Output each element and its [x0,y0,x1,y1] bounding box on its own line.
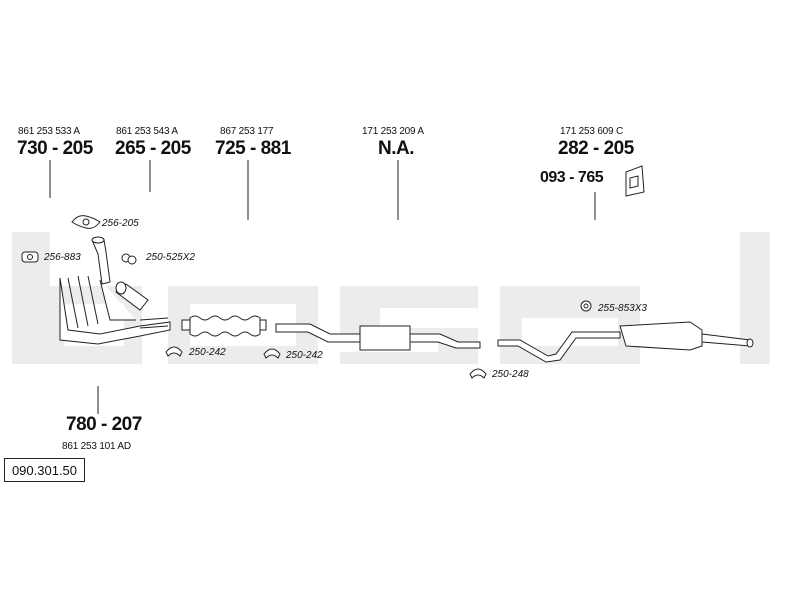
part-number: 861 253 533 A [18,126,80,137]
accessory-label: 250-248 [492,369,529,380]
accessory-label: 250-242 [286,350,323,361]
gasket-256-205-icon [71,215,101,229]
rear-pipe [497,321,754,363]
part-number: 867 253 177 [220,126,274,137]
part-number: 171 253 209 A [362,126,424,137]
part-code: 780 - 207 [66,414,142,435]
part-code: 730 - 205 [17,138,93,159]
gasket-256-883-icon [21,251,39,263]
clamp-250-248-icon [469,368,487,379]
diagram-id-box: 090.301.50 [4,458,85,482]
middle-pipe [275,323,481,351]
accessory-label: 256-205 [102,218,139,229]
flex-pipe [181,315,267,337]
part-code: 282 - 205 [558,138,634,159]
down-pipe [91,236,111,285]
part-code: N.A. [378,138,415,159]
part-code: 725 - 881 [215,138,291,159]
rubber-mount-icon [580,300,592,312]
part-code: 265 - 205 [115,138,191,159]
bracket-code: 093 - 765 [540,169,604,186]
part-number: 861 253 543 A [116,126,178,137]
accessory-label: 250-525X2 [146,252,195,263]
clamp-250-242-icon [263,348,281,359]
accessory-label: 256-883 [44,252,81,263]
mounting-bracket-icon [625,165,645,197]
clamp-250-525-icon [121,253,137,265]
accessory-label: 255-853X3 [598,303,647,314]
clamp-250-242-icon [165,346,183,357]
part-number: 861 253 101 AD [62,441,131,452]
diagram-id: 090.301.50 [11,462,78,478]
accessory-label: 250-242 [189,347,226,358]
connector-pipe [115,281,149,311]
part-number: 171 253 609 C [560,126,624,137]
exhaust-manifold [59,275,171,345]
